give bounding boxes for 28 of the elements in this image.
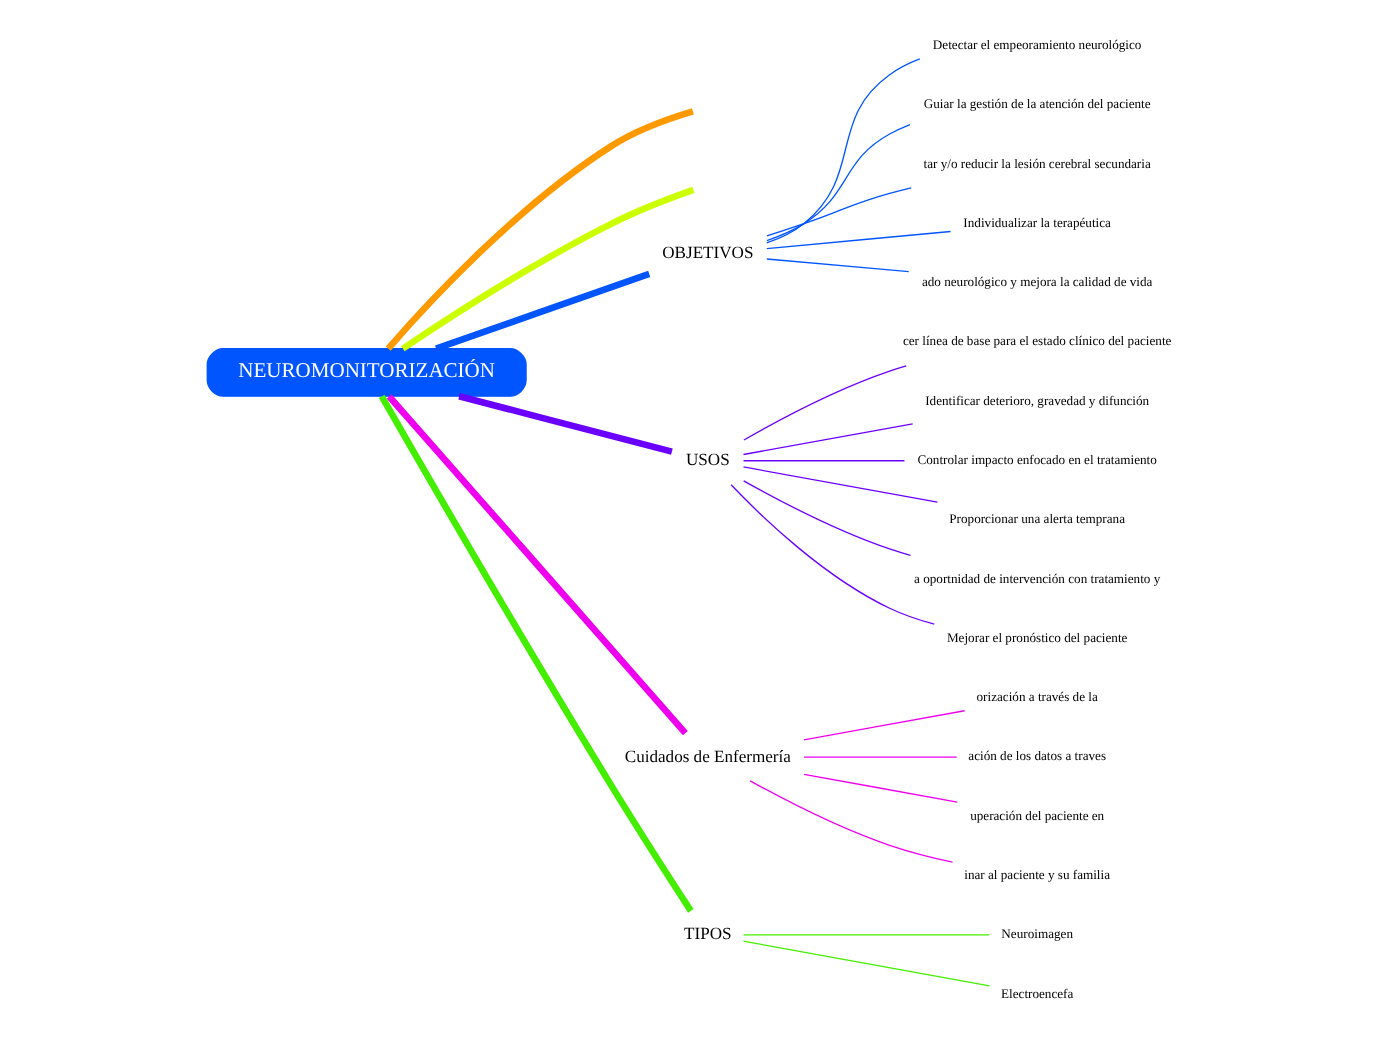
node-text: OBJETIVOS [662, 242, 754, 263]
node-text: TIPOS [684, 923, 732, 944]
connector [742, 460, 906, 462]
connector [803, 773, 958, 803]
connector [766, 58, 921, 244]
connector [742, 934, 991, 936]
connector [803, 710, 966, 741]
connector [742, 423, 914, 456]
connector [385, 108, 694, 351]
node-text: Cuidados de Enfermería [624, 745, 791, 766]
node-box: NEUROMONITORIZACIÓN [206, 348, 527, 397]
connector [766, 258, 910, 273]
connector [458, 393, 673, 455]
connector [742, 466, 939, 503]
connector [766, 187, 912, 237]
connector [766, 230, 952, 250]
connector [743, 480, 912, 557]
connector [401, 186, 695, 352]
connector [803, 756, 958, 758]
connector [742, 940, 991, 987]
connector [749, 780, 954, 863]
node-text: USOS [686, 449, 730, 470]
connector [378, 394, 694, 913]
connector [730, 484, 935, 625]
connector [766, 123, 911, 242]
connector [743, 365, 907, 441]
connector [386, 394, 688, 736]
connector [435, 270, 651, 352]
